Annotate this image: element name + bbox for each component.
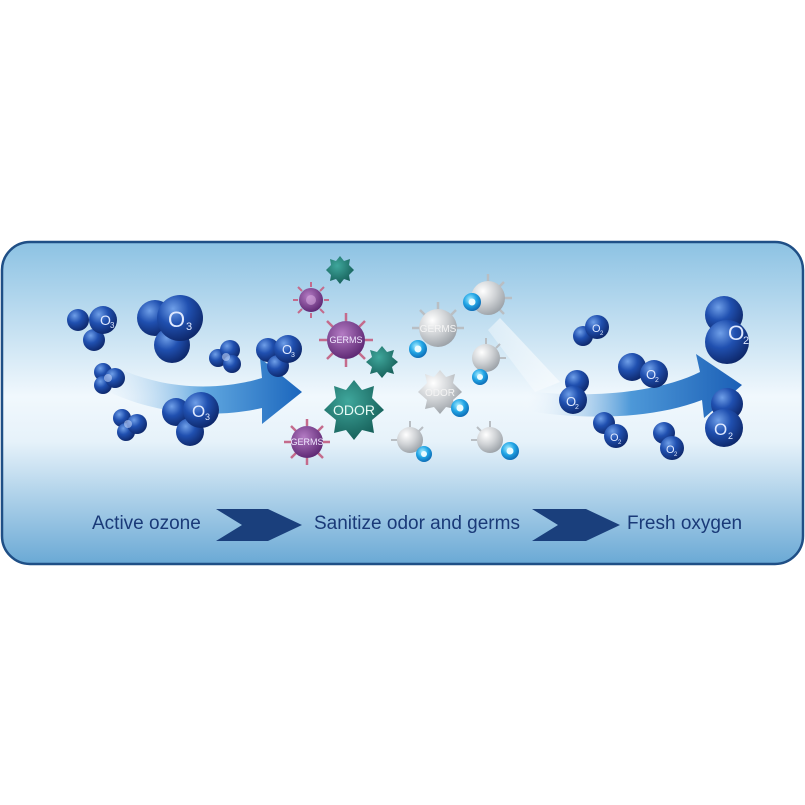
svg-text:O: O [192,402,205,421]
neutralized-germ-1: GERMS [412,302,464,347]
ozone-molecule-6: O 3 [162,392,219,446]
svg-text:2: 2 [575,404,579,411]
oxygen-molecule-7: O 2 [705,388,743,447]
svg-text:3: 3 [205,412,210,422]
svg-text:2: 2 [674,452,678,458]
odor-star-top [326,256,354,284]
step-arrow-2 [532,509,620,541]
svg-text:O: O [592,323,601,335]
svg-text:3: 3 [110,321,115,330]
ozone-molecule-5 [113,409,147,441]
step-label-active-ozone: Active ozone [92,513,201,534]
svg-text:2: 2 [728,431,733,441]
neutralized-germ-5 [471,421,503,453]
svg-text:O: O [666,444,675,456]
svg-text:O: O [566,394,576,409]
oxygen-molecule-4: O 2 [593,412,628,448]
oxygen-molecule-6: O 2 [705,296,749,364]
svg-text:2: 2 [743,335,749,347]
svg-text:ODOR: ODOR [425,388,455,399]
oxygen-molecule-5: O 2 [653,422,684,460]
svg-text:O: O [610,432,619,444]
ozone-molecule-2: O 3 [137,295,203,363]
svg-text:2: 2 [618,440,622,446]
svg-text:O: O [100,312,111,328]
svg-text:ODOR: ODOR [333,402,375,418]
ozone-molecule-1: O 3 [67,306,117,351]
odor-star-large: ODOR [324,380,384,440]
svg-text:3: 3 [291,352,295,359]
svg-text:2: 2 [655,377,659,384]
step-label-fresh-oxygen: Fresh oxygen [627,513,743,534]
flow-arrow-left [88,352,302,424]
light-beam [488,318,560,392]
svg-text:GERMS: GERMS [420,324,457,335]
svg-text:GERMS: GERMS [329,335,362,345]
svg-text:GERMS: GERMS [290,437,323,447]
neutralized-germ-3 [472,338,506,372]
germ-small-top [293,282,329,318]
neutralized-odor: ODOR [418,370,462,414]
oxygen-molecule-3: O 2 [618,353,668,388]
svg-text:O: O [282,342,292,357]
ozone-molecule-7: O 3 [256,335,302,377]
ozone-molecule-3 [209,340,241,373]
svg-text:O: O [646,367,656,382]
neutralized-germ-4 [391,421,424,453]
svg-text:3: 3 [186,321,192,333]
germ-bottom: GERMS [284,419,330,465]
oxygen-molecule-2: O 2 [559,370,589,414]
step-label-sanitize: Sanitize odor and germs [314,513,520,534]
oxygen-molecule-1: O 2 [573,315,609,346]
oxygen-atoms-cyan [409,293,519,462]
svg-text:2: 2 [600,331,604,337]
germ-medium: GERMS [319,313,373,367]
step-arrow-1 [216,509,302,541]
ozone-molecule-4 [94,363,125,394]
svg-text:O: O [168,307,185,332]
svg-text:O: O [728,322,744,345]
odor-star-small [366,346,398,378]
svg-text:O: O [714,420,727,439]
